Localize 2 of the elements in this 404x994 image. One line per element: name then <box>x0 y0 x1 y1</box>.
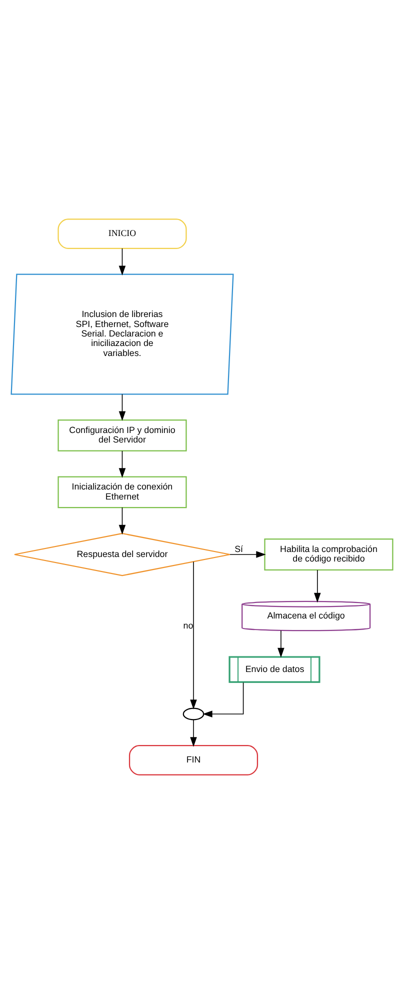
edge-label: no <box>183 620 194 630</box>
edge-label: Sí <box>234 544 244 554</box>
